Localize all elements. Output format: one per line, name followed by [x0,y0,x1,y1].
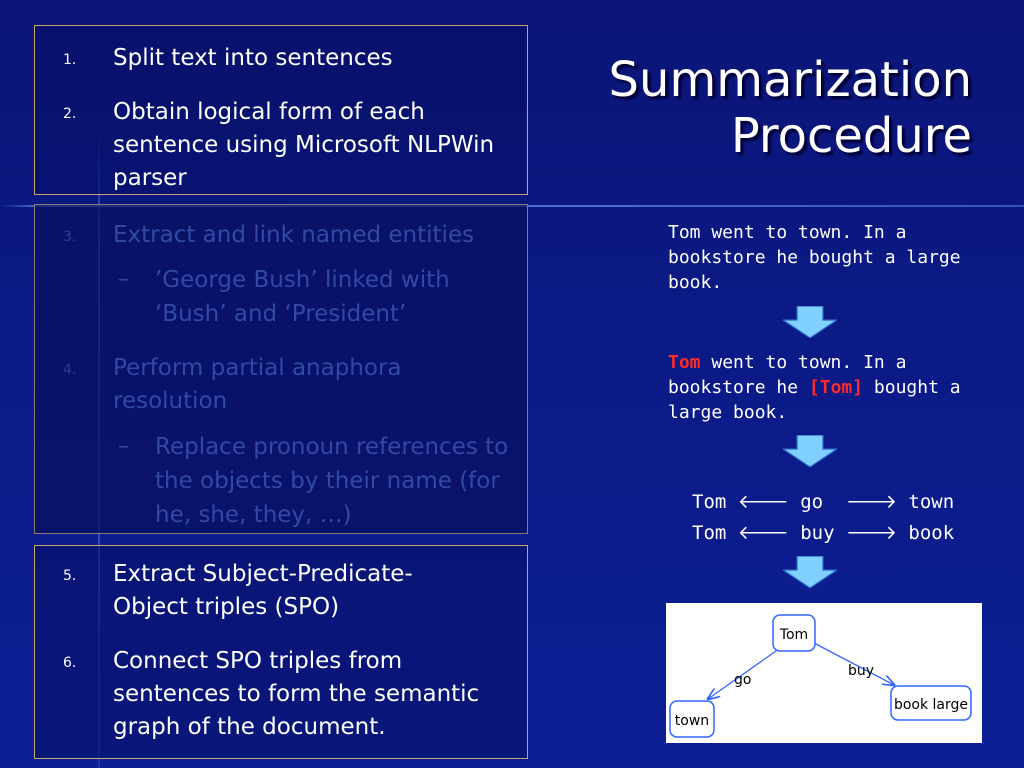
step-4-text: Perform partial anaphora resolution [113,355,402,414]
node-town [669,700,715,738]
step-1-text: Split text into sentences [113,45,393,71]
right-arrow-icon: 🡒 [845,491,897,513]
node-book-large [890,685,972,721]
edge-buy-label: buy [848,663,874,679]
triple-predicate: go [800,491,824,513]
node-tom [772,614,816,652]
step-3-number: 3. [63,229,77,245]
triple-row: Tom 🡐 buy 🡒 book [692,518,954,549]
steps-box-3: 5. Extract Subject-Predicate-Object trip… [34,545,528,759]
triple-subject: Tom [692,491,727,513]
step-6-number: 6. [63,655,77,671]
triple-predicate: buy [800,522,835,544]
triple-object: town [908,491,955,513]
step-2-text: Obtain logical form of each sentence usi… [113,99,495,191]
down-arrow-icon [783,306,837,338]
node-tom-label: Tom [779,627,808,643]
triple-subject: Tom [692,522,727,544]
triple-row: Tom 🡐 go 🡒 town [692,487,954,518]
step-2-number: 2. [63,106,77,122]
title-line-2: Procedure [730,108,972,164]
title-line-1: Summarization [608,52,972,108]
step-3-text: Extract and link named entities [113,222,475,248]
slide-title: Summarization Procedure [609,52,972,164]
step-4-number: 4. [63,362,77,378]
resolved-tom: Tom [668,352,701,373]
triples-list: Tom 🡐 go 🡒 town Tom 🡐 buy 🡒 book [692,487,954,549]
resolved-part-1: went to town. In a bookstore he [668,352,907,398]
substep-4-dash: – [118,434,129,459]
semantic-graph: Tom town book large go buy [666,603,982,743]
triple-object: book [908,522,955,544]
substep-4-text: Replace pronoun references to the object… [155,434,509,528]
semantic-graph-svg: Tom town book large go buy [669,614,972,738]
left-arrow-icon: 🡐 [737,522,789,544]
step-1-number: 1. [63,52,77,68]
steps-box-2: 3. Extract and link named entities – ’Ge… [34,204,528,534]
step-6-text: Connect SPO triples from sentences to fo… [113,648,480,740]
example-original-text: Tom went to town. In a bookstore he boug… [668,222,961,293]
substep-3-text: ’George Bush’ linked with ‘Bush’ and ‘Pr… [155,267,450,327]
edge-go-label: go [734,672,751,688]
node-town-label: town [675,713,709,729]
left-arrow-icon: 🡐 [737,491,789,513]
steps-box-1: 1. Split text into sentences 2. Obtain l… [34,25,528,195]
edge-go [708,650,777,699]
down-arrow-icon [783,556,837,588]
example-resolved-text: Tom went to town. In a bookstore he [Tom… [668,350,980,425]
resolved-tom-bracket: [Tom] [808,377,864,398]
right-arrow-icon: 🡒 [845,522,897,544]
down-arrow-icon [783,435,837,467]
resolved-part-2: bought a large book. [668,377,961,423]
edge-buy [813,642,894,685]
node-book-large-label: book large [894,697,968,713]
substep-3-dash: – [118,267,129,292]
step-5-number: 5. [63,568,77,584]
step-5-text: Extract Subject-Predicate-Object triples… [113,561,413,620]
